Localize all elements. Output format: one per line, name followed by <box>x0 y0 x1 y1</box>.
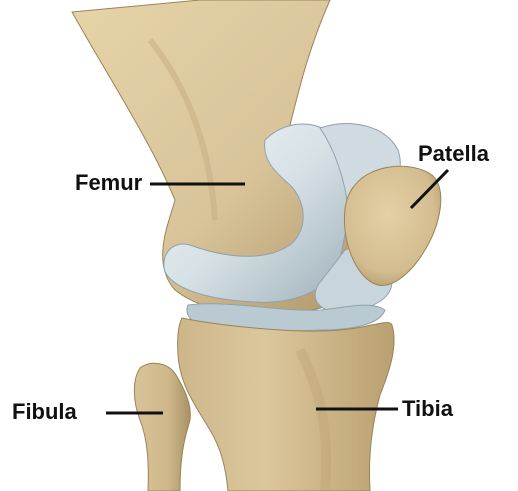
tibia-bone <box>178 318 394 491</box>
patella-label: Patella <box>418 143 489 165</box>
tibia-label: Tibia <box>402 398 453 420</box>
fibula-bone <box>134 363 190 491</box>
fibula-label: Fibula <box>12 401 77 423</box>
femur-label: Femur <box>75 172 142 194</box>
patella-bone <box>344 166 440 285</box>
